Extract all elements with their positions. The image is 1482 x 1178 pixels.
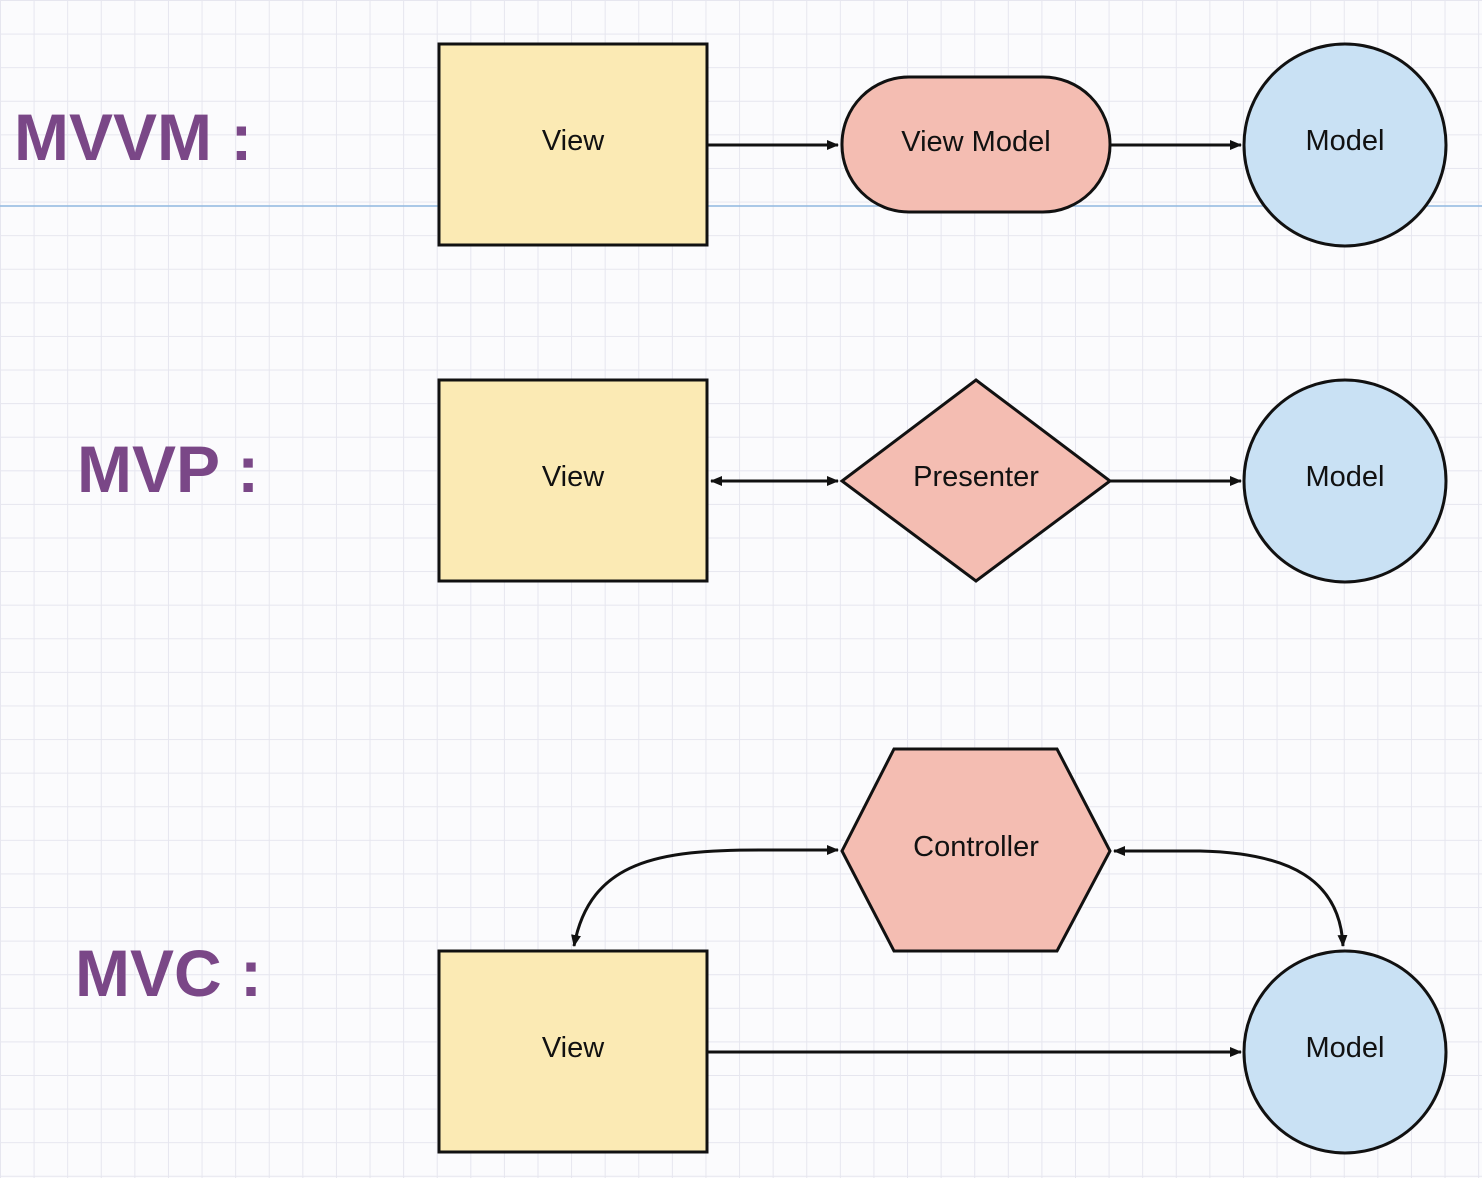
mvp-presenter-node[interactable]: Presenter [839,378,1113,583]
mvvm-view-node[interactable]: View [437,42,709,247]
mvvm-viewmodel-label: View Model [901,126,1050,158]
mvp-label: MVP : [77,432,259,506]
mvvm-model-label: Model [1306,125,1385,157]
mvp-view-label: View [542,461,605,493]
mvc-model-label: Model [1306,1032,1385,1064]
mvc-controller-node[interactable]: Controller [840,747,1112,953]
mvc-controller-label: Controller [913,831,1039,863]
mvc-label: MVC : [75,936,262,1010]
mvc-view-node[interactable]: View [437,949,709,1154]
mvvm-label: MVVM : [14,100,252,174]
mvp-view-node[interactable]: View [437,378,709,583]
mvc-model-node[interactable]: Model [1242,949,1448,1155]
mvvm-view-label: View [542,125,605,157]
mvvm-model-node[interactable]: Model [1242,42,1448,248]
mvp-model-label: Model [1306,461,1385,493]
mvc-arrow-view-controller [571,845,839,947]
mvp-presenter-label: Presenter [913,461,1039,493]
mvc-view-label: View [542,1032,605,1064]
mvvm-viewmodel-node[interactable]: View Model [840,75,1112,214]
mvp-model-node[interactable]: Model [1242,378,1448,584]
mvc-arrow-controller-model [1113,846,1348,947]
